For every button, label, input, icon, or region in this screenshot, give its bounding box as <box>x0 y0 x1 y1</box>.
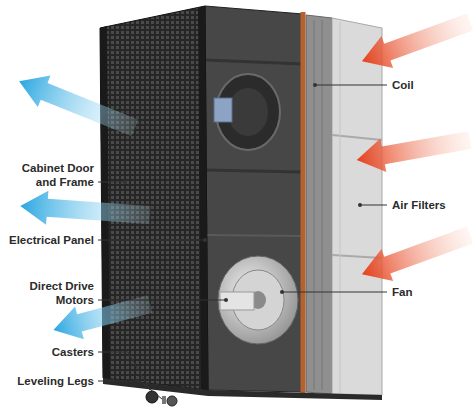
part-label: Leveling Legs <box>4 374 94 388</box>
part-label: Air Filters <box>392 198 470 212</box>
part-label: Casters <box>20 345 94 359</box>
part-label: Cabinet Door and Frame <box>8 161 94 189</box>
part-label: Direct Drive Motors <box>14 279 94 307</box>
part-label: Coil <box>392 78 470 92</box>
part-label: Fan <box>392 285 470 299</box>
part-label: Electrical Panel <box>2 233 94 247</box>
